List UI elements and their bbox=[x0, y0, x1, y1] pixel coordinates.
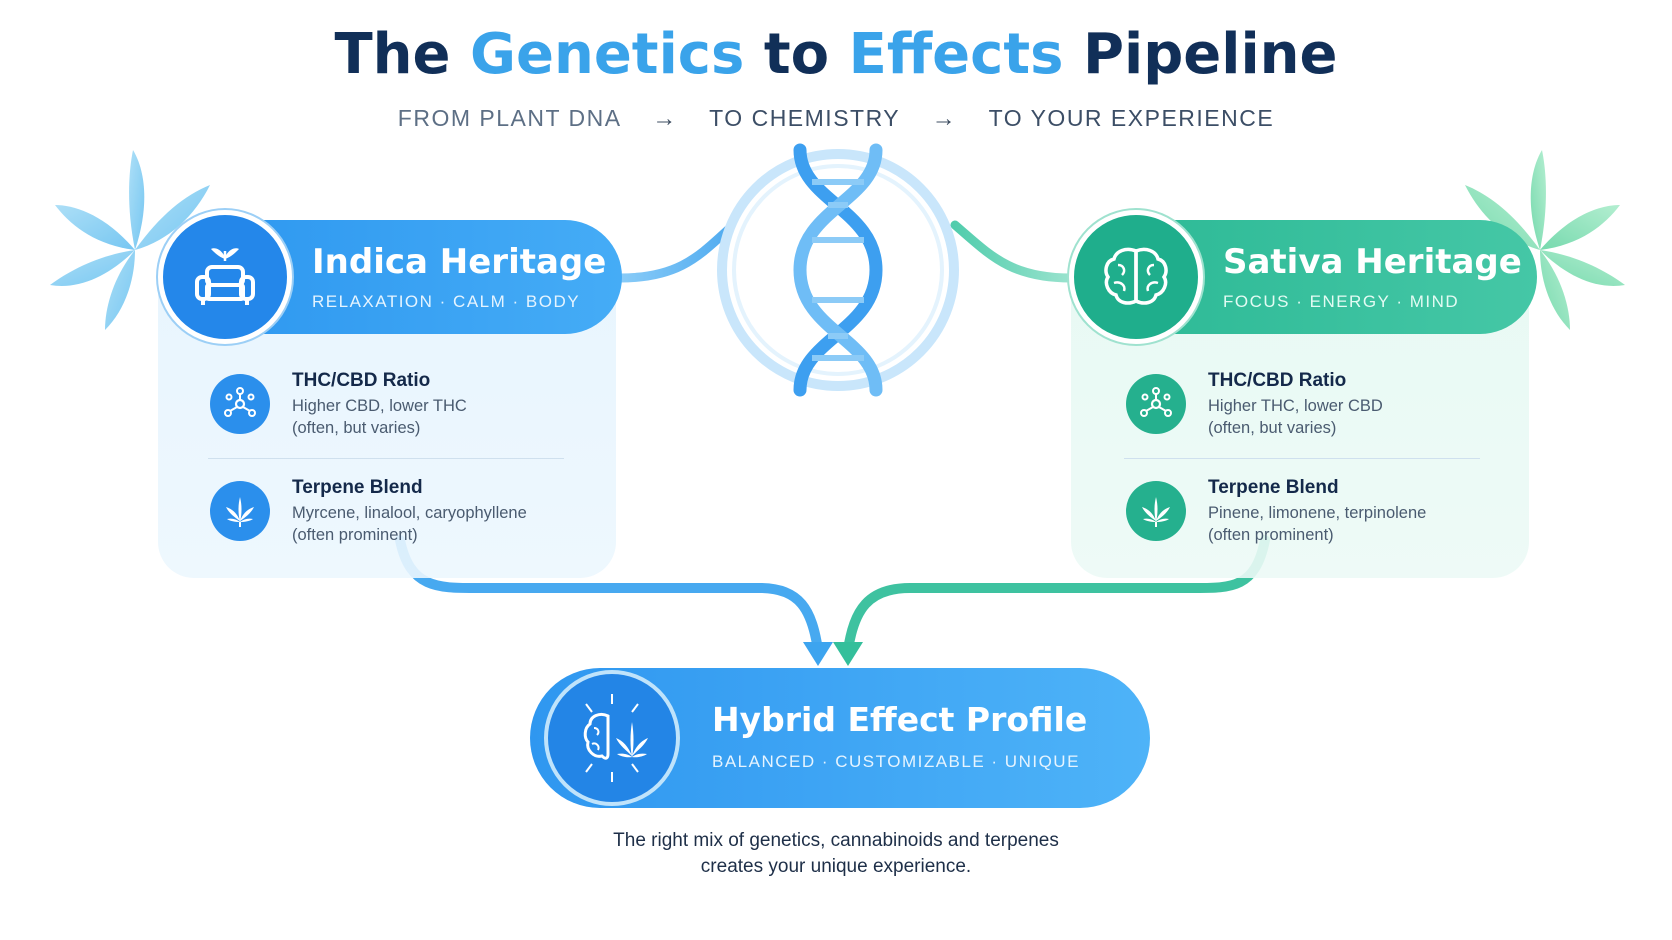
hybrid-title: Hybrid Effect Profile bbox=[712, 700, 1088, 739]
arrow-icon: → bbox=[652, 105, 678, 132]
footer-line-1: The right mix of genetics, cannabinoids … bbox=[613, 830, 1059, 851]
indica-terpene-line1: Myrcene, linalool, caryophyllene bbox=[292, 504, 527, 522]
subtitle-step-chemistry: TO CHEMISTRY bbox=[709, 105, 900, 131]
cannabis-leaf-icon bbox=[210, 481, 270, 541]
molecule-icon bbox=[1126, 374, 1186, 434]
sativa-divider bbox=[1124, 458, 1480, 459]
sativa-terpene-line1: Pinene, limonene, terpinolene bbox=[1208, 504, 1427, 522]
molecule-icon bbox=[210, 374, 270, 434]
brain-icon bbox=[1069, 210, 1203, 344]
arrow-icon: → bbox=[931, 105, 958, 132]
indica-title: Indica Heritage bbox=[312, 242, 607, 282]
indica-ratio-line2: (often, but varies) bbox=[292, 419, 421, 437]
indica-ratio-title: THC/CBD Ratio bbox=[292, 370, 431, 391]
indica-tags: RELAXATION · CALM · BODY bbox=[312, 292, 581, 311]
subtitle-step-experience: TO YOUR EXPERIENCE bbox=[988, 105, 1275, 131]
indica-terpene-title: Terpene Blend bbox=[292, 477, 423, 498]
page-title: The Genetics to Effects Pipeline bbox=[334, 22, 1338, 87]
indica-ratio-line1: Higher CBD, lower THC bbox=[292, 397, 467, 415]
sativa-ratio-line2: (often, but varies) bbox=[1208, 419, 1337, 437]
sativa-ratio-line1: Higher THC, lower CBD bbox=[1208, 397, 1383, 415]
indica-leaf-decoration bbox=[50, 150, 210, 330]
sofa-icon bbox=[158, 210, 292, 344]
hybrid-tags: BALANCED · CUSTOMIZABLE · UNIQUE bbox=[712, 752, 1080, 771]
indica-terpene-line2: (often prominent) bbox=[292, 526, 418, 544]
footer-line-2: creates your unique experience. bbox=[700, 856, 972, 877]
footer-caption: The right mix of genetics, cannabinoids … bbox=[0, 828, 1672, 880]
hybrid-profile-box: Hybrid Effect Profile BALANCED · CUSTOMI… bbox=[530, 668, 1150, 808]
cannabis-leaf-icon bbox=[1126, 481, 1186, 541]
sativa-tags: FOCUS · ENERGY · MIND bbox=[1223, 292, 1460, 311]
brain-leaf-icon bbox=[544, 670, 680, 806]
indica-divider bbox=[208, 458, 564, 459]
subtitle-step-dna: FROM PLANT DNA bbox=[397, 105, 621, 131]
dna-icon bbox=[717, 143, 959, 397]
sativa-ratio-title: THC/CBD Ratio bbox=[1208, 370, 1347, 391]
sativa-terpene-line2: (often prominent) bbox=[1208, 526, 1334, 544]
sativa-leaf-decoration bbox=[1465, 150, 1625, 330]
page-subtitle: FROM PLANT DNA → TO CHEMISTRY → TO YOUR … bbox=[0, 105, 1672, 133]
sativa-header: Sativa Heritage FOCUS · ENERGY · MIND bbox=[1069, 210, 1537, 344]
indica-header: Indica Heritage RELAXATION · CALM · BODY bbox=[158, 210, 622, 344]
sativa-title: Sativa Heritage bbox=[1223, 242, 1522, 282]
sativa-terpene-title: Terpene Blend bbox=[1208, 477, 1339, 498]
